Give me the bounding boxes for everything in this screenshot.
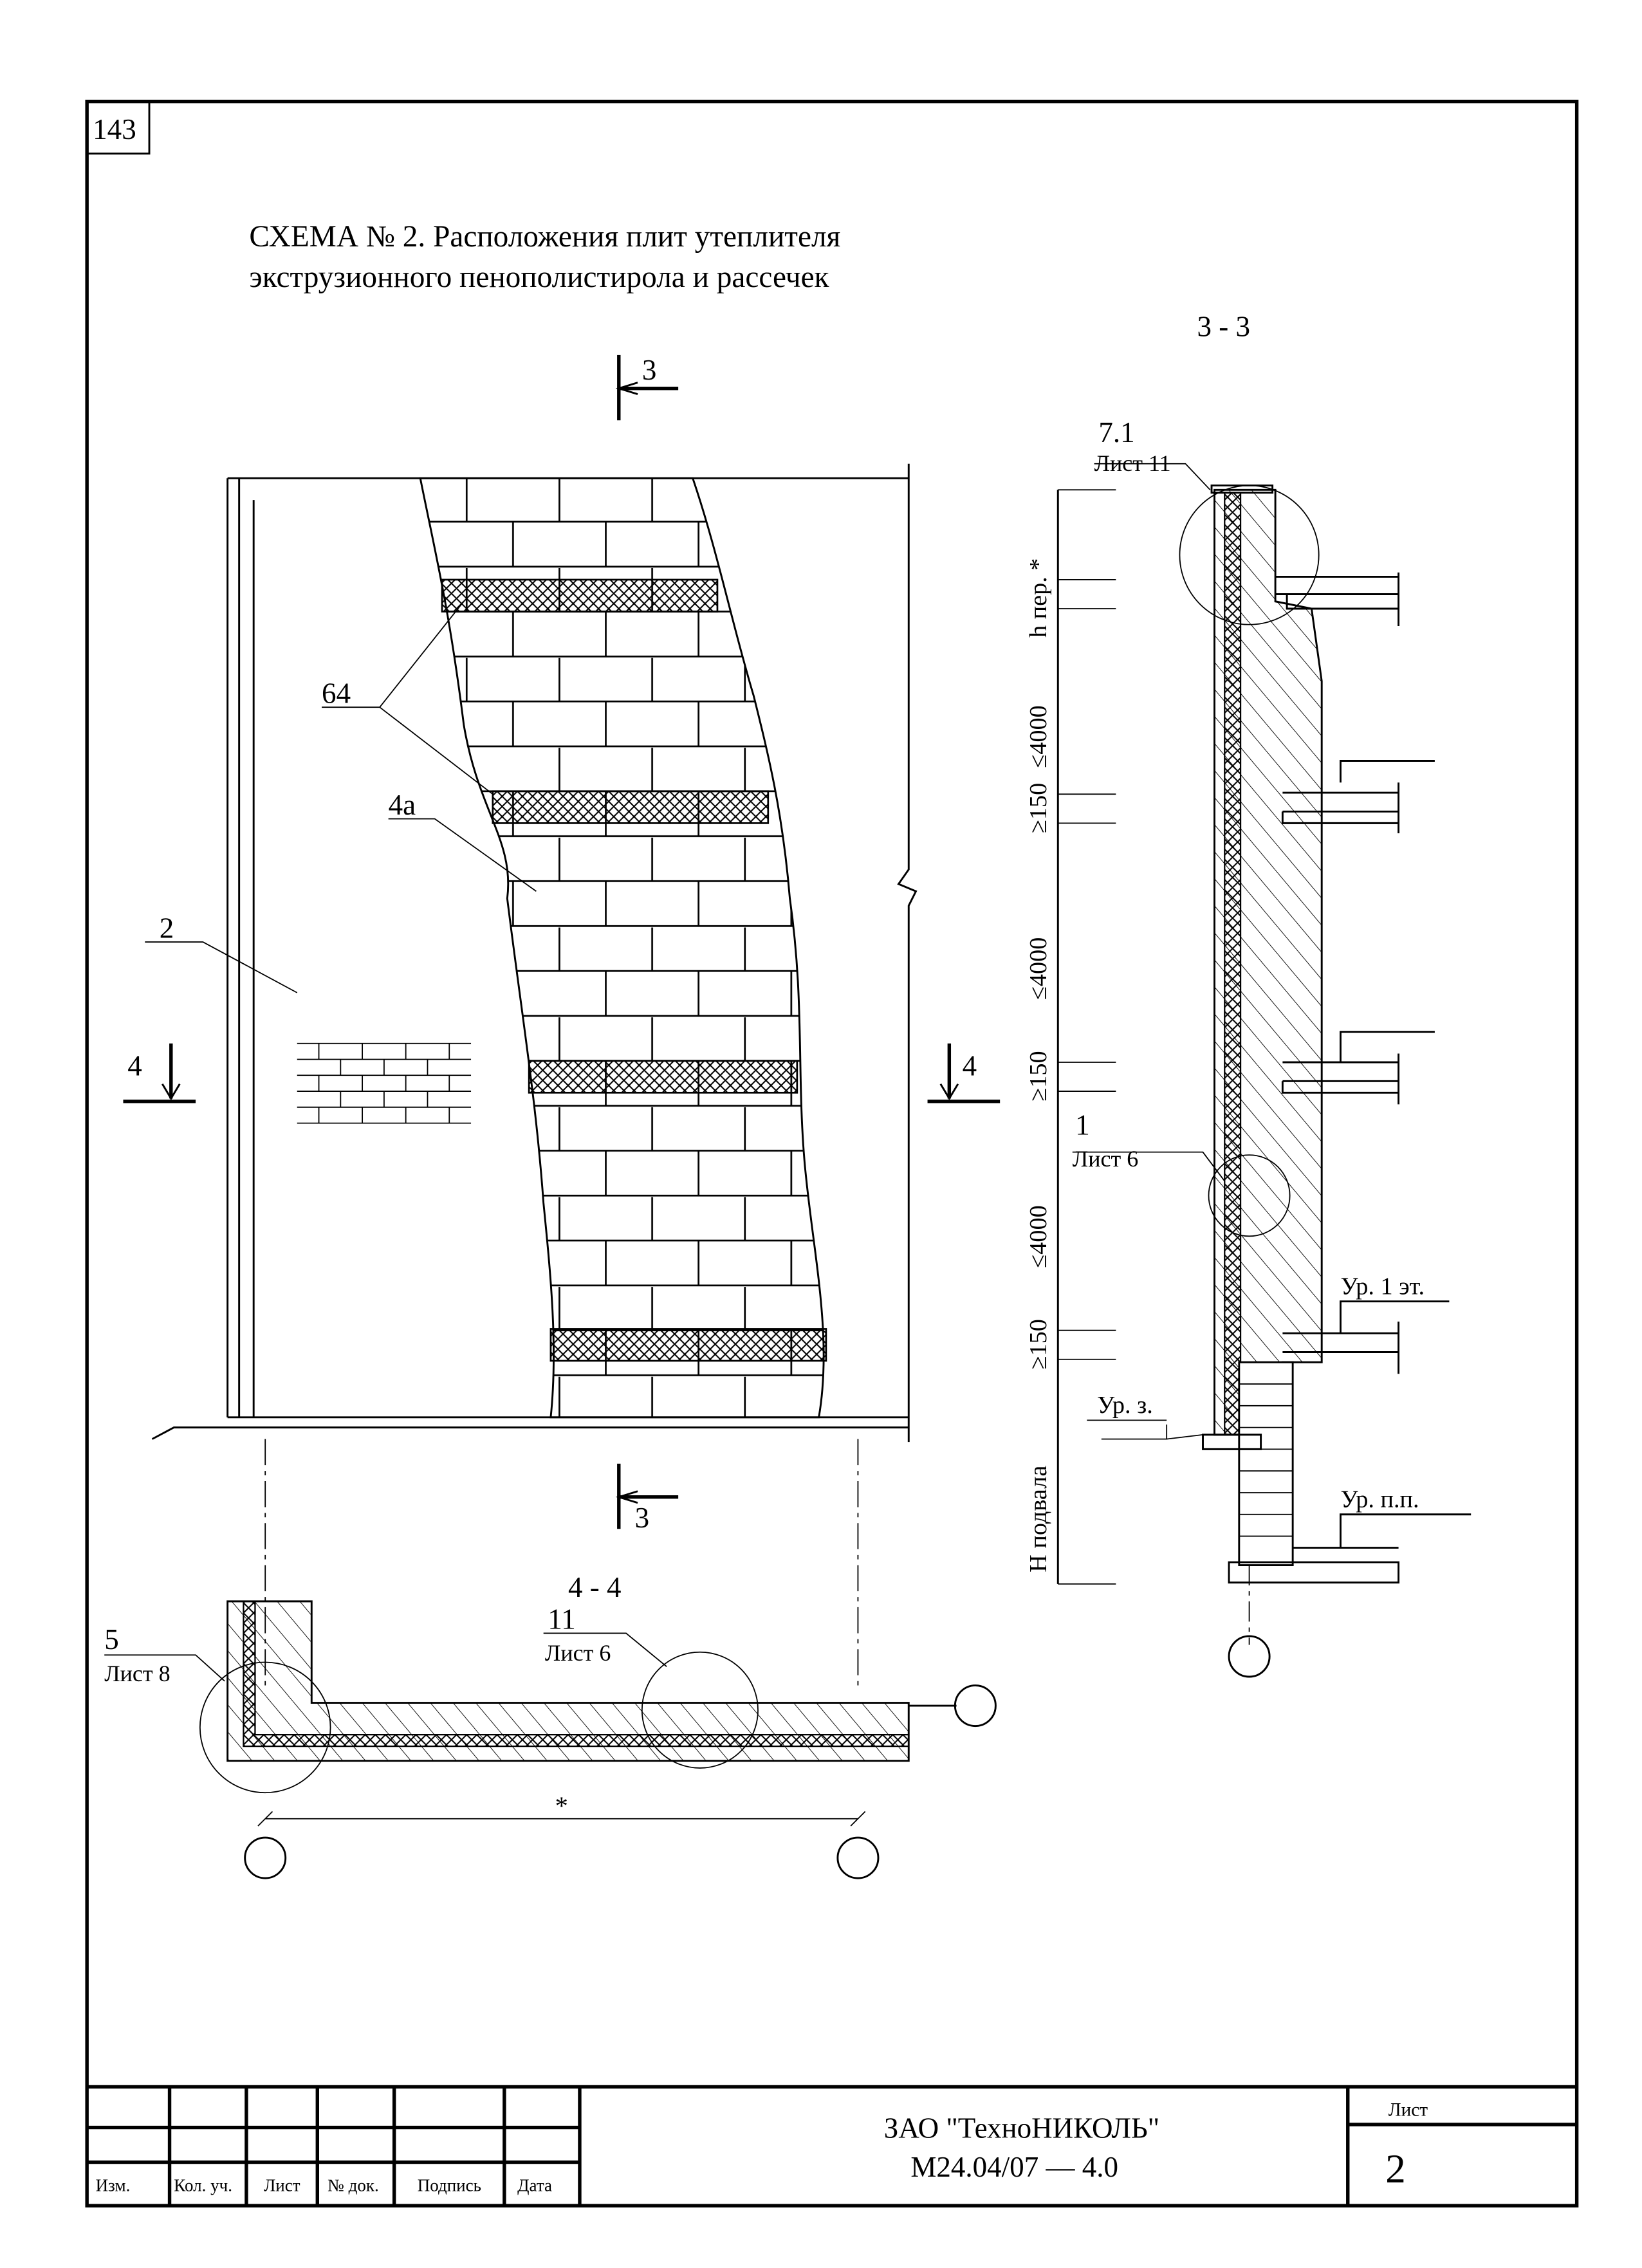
callout-64: 64 (322, 677, 351, 709)
tb-header-izm: Изм. (96, 2176, 131, 2195)
section-3-3-title: 3 - 3 (1197, 311, 1250, 343)
dim-150-3: ≥150 (1025, 1319, 1052, 1369)
dim-h-basement: H подвала (1025, 1466, 1052, 1572)
insulation-cut-strip (528, 1060, 798, 1094)
section-4-4-plan (104, 1600, 997, 1879)
title-line1: СХЕМА № 2. Расположения плит утеплителя (249, 220, 840, 254)
section-mark-4-right: 4 (963, 1049, 977, 1082)
dim-4000-1: ≤4000 (1025, 705, 1052, 768)
facade-elevation (123, 355, 1001, 1689)
brick-symbol (297, 1042, 472, 1124)
page-number: 143 (93, 113, 136, 145)
insulation-cut-strip (492, 790, 770, 824)
dim-h-per: h пер. * (1025, 558, 1052, 638)
dim-4000-2: ≤4000 (1025, 937, 1052, 1000)
document-code: М24.04/07 — 4.0 (910, 2151, 1118, 2183)
ref-7-1: 7.1 (1098, 416, 1134, 448)
dim-4000-3: ≤4000 (1025, 1205, 1052, 1268)
title-line2: экструзионного пенополистирола и рассече… (249, 261, 829, 294)
ref-11-sheet: Лист 6 (545, 1640, 611, 1666)
title-block (87, 2085, 1577, 2206)
insulation-cut-strip (441, 578, 719, 613)
section-mark-4-left: 4 (127, 1049, 142, 1082)
callout-4a: 4а (389, 789, 416, 821)
company-name: ЗАО "ТехноНИКОЛЬ" (884, 2112, 1159, 2144)
ref-11: 11 (548, 1603, 575, 1636)
tb-header-kol-uch: Кол. уч. (174, 2176, 232, 2195)
dim-150-1: ≥150 (1025, 783, 1052, 833)
ref-5-sheet: Лист 8 (104, 1661, 170, 1686)
section-4-4-title: 4 - 4 (568, 1571, 622, 1603)
level-first-floor: Ур. 1 эт. (1340, 1273, 1425, 1300)
ref-5: 5 (104, 1623, 119, 1655)
tb-header-date: Дата (517, 2176, 552, 2195)
ref-1-sheet: Лист 6 (1073, 1146, 1138, 1172)
sheet-frame (85, 99, 1579, 2208)
level-ground: Ур. з. (1097, 1392, 1153, 1419)
tb-header-signature: Подпись (418, 2176, 481, 2195)
ref-1: 1 (1075, 1109, 1090, 1141)
tb-header-doc-no: № док. (327, 2176, 379, 2195)
callout-2: 2 (160, 912, 174, 944)
dim-150-2: ≥150 (1025, 1051, 1052, 1101)
sheet-number: 2 (1385, 2146, 1406, 2191)
section-mark-3-bottom: 3 (635, 1502, 650, 1534)
insulation-cut-strip (549, 1328, 827, 1362)
tb-header-list: Лист (264, 2176, 300, 2195)
sheet-label: Лист (1388, 2099, 1428, 2120)
dim-star: * (555, 1791, 568, 1820)
section-3-3 (1056, 463, 1471, 1678)
ref-7-1-sheet: Лист 11 (1094, 450, 1171, 476)
level-basement-floor: Ур. п.п. (1340, 1486, 1419, 1513)
section-mark-3-top: 3 (642, 354, 657, 386)
